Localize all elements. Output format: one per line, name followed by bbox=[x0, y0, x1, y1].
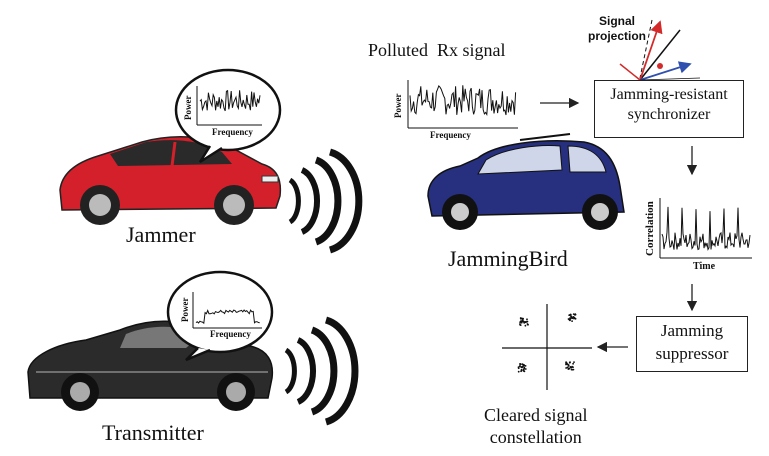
constellation-point bbox=[517, 367, 520, 370]
supp-line-1: Jamming bbox=[660, 321, 724, 340]
constellation-point bbox=[519, 317, 522, 320]
signal-projection-line-2: projection bbox=[588, 29, 647, 43]
constellation-point bbox=[573, 361, 575, 363]
constellation-point bbox=[568, 314, 571, 317]
constellation-point bbox=[527, 323, 529, 326]
transmitter-spectrum-bubble bbox=[166, 270, 274, 362]
constellation-point bbox=[574, 314, 576, 316]
supp-line-2: suppressor bbox=[655, 344, 729, 363]
constellation-point bbox=[569, 313, 572, 316]
constellation-point bbox=[565, 363, 567, 366]
cleared-constellation bbox=[502, 304, 592, 390]
jammingbird-label: JammingBird bbox=[448, 246, 568, 271]
jamming-suppressor-box: Jamming suppressor bbox=[636, 316, 748, 372]
constellation-point bbox=[521, 320, 524, 323]
cleared-constellation-label: Cleared signal constellation bbox=[484, 404, 587, 448]
constellation-point bbox=[522, 363, 524, 366]
constellation-point bbox=[519, 322, 521, 324]
constellation-point bbox=[526, 318, 528, 321]
rx-power-axis: Power bbox=[393, 93, 403, 119]
cleared-line-2: constellation bbox=[489, 427, 582, 447]
transmitter-radio-waves bbox=[284, 316, 359, 426]
jammer-label: Jammer bbox=[126, 222, 196, 247]
constellation-point bbox=[567, 367, 570, 370]
flow-arrows bbox=[540, 97, 698, 353]
jammer-power-axis: Power bbox=[183, 95, 193, 121]
jammer-car bbox=[59, 136, 282, 225]
signal-projection-line-1: Signal bbox=[599, 14, 636, 28]
constellation-point bbox=[524, 368, 527, 370]
jammer-spectrum-bubble bbox=[174, 68, 282, 164]
transmitter-label: Transmitter bbox=[102, 420, 204, 445]
constellation-point bbox=[524, 324, 527, 327]
constellation-point bbox=[522, 370, 525, 372]
sync-line-2: synchronizer bbox=[627, 106, 711, 123]
constellation-point bbox=[568, 319, 571, 322]
constellation-point bbox=[524, 321, 527, 323]
constellation-point bbox=[520, 368, 523, 371]
constellation-point bbox=[571, 365, 573, 368]
constellation-point bbox=[519, 365, 521, 367]
constellation-point bbox=[565, 362, 567, 364]
constellation-point bbox=[526, 320, 528, 323]
jammingbird-car bbox=[427, 133, 625, 230]
signal-projection-label: Signal projection bbox=[588, 14, 646, 44]
constellation-point bbox=[522, 368, 525, 370]
constellation-point bbox=[572, 362, 574, 365]
constellation-point bbox=[571, 320, 573, 322]
constellation-point bbox=[572, 368, 575, 371]
jamming-resistant-synchronizer-box: Jamming-resistant synchronizer bbox=[594, 80, 744, 138]
constellation-point bbox=[571, 316, 573, 319]
sync-line-1: Jamming-resistant bbox=[610, 86, 728, 103]
transmitter-power-axis: Power bbox=[180, 297, 190, 323]
time-axis: Time bbox=[693, 261, 716, 272]
transmitter-frequency-axis: Frequency bbox=[210, 329, 251, 339]
signal-projection-sketch bbox=[619, 19, 701, 81]
correlation-axis: Correlation bbox=[644, 201, 656, 256]
jammer-frequency-axis: Frequency bbox=[212, 127, 253, 137]
constellation-point bbox=[523, 320, 525, 323]
constellation-point bbox=[520, 370, 522, 373]
constellation-point bbox=[567, 363, 569, 366]
constellation-point bbox=[569, 361, 571, 364]
constellation-point bbox=[519, 363, 521, 365]
polluted-rx-label: Polluted Rx signal bbox=[368, 40, 506, 60]
jammer-radio-waves bbox=[288, 148, 363, 254]
constellation-point bbox=[574, 317, 577, 320]
rx-frequency-axis: Frequency bbox=[430, 130, 471, 140]
constellation-point bbox=[517, 370, 520, 373]
constellation-point bbox=[520, 366, 523, 368]
constellation-point bbox=[573, 316, 575, 319]
correlation-plot bbox=[659, 198, 752, 259]
cleared-line-1: Cleared signal bbox=[484, 405, 588, 425]
constellation-point bbox=[524, 365, 527, 367]
constellation-point bbox=[519, 323, 521, 326]
constellation-point bbox=[521, 319, 524, 321]
polluted-rx-plot bbox=[407, 80, 518, 129]
